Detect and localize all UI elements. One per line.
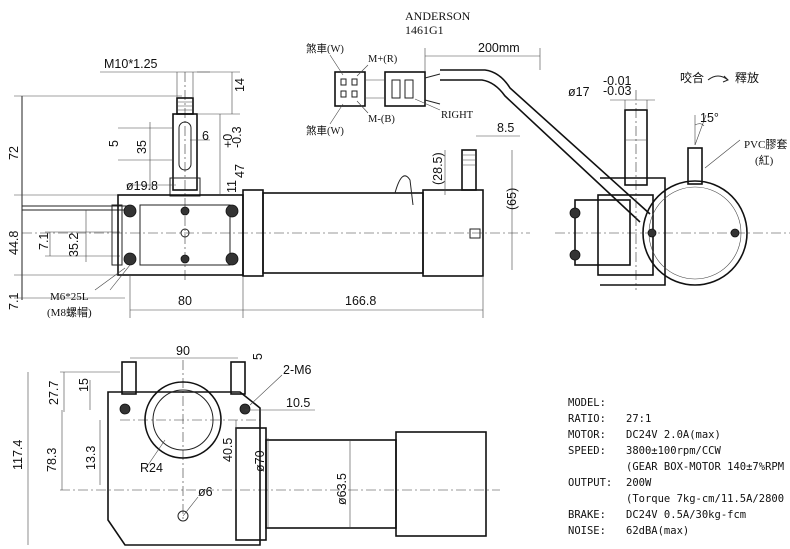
lead-length-label: 200mm <box>478 41 520 55</box>
dim-28-5-label: (28.5) <box>431 152 445 185</box>
shaft-diameter-label: ø17 <box>568 85 590 99</box>
dim-72-label: 72 <box>7 146 21 160</box>
dim-70-label: ø70 <box>253 450 267 472</box>
front-view <box>14 69 651 300</box>
dim-117-4-label: 117.4 <box>11 440 25 470</box>
spec-model-label: MODEL: <box>568 397 606 409</box>
dim-40-5-label: 40.5 <box>221 438 235 462</box>
connector-side-label: RIGHT <box>441 110 474 121</box>
radius-24-label: R24 <box>140 461 163 475</box>
dim-6-label: 6 <box>202 129 209 143</box>
dim-15-label: 15 <box>77 378 91 392</box>
front-view-dimensions: M10*1.25 14 5 35 6 47 +0 -0.3 72 ø19.8 1… <box>7 57 520 319</box>
dim-44-8-label: 44.8 <box>7 231 21 255</box>
spec-ratio-value: 27:1 <box>626 413 651 425</box>
connector-detail: 煞車(W) M+(R) M-(B) 煞車(W) RIGHT <box>306 42 474 137</box>
motor-minus-label: M-(B) <box>368 114 395 125</box>
dim-10-5-label: 10.5 <box>286 396 310 410</box>
dim-19-8-label: ø19.8 <box>126 179 158 193</box>
dim-5-bottom-label: 5 <box>251 353 265 360</box>
holes-label: 2-M6 <box>283 363 312 377</box>
dim-14-label: 14 <box>233 78 247 92</box>
spec-ratio-label: RATIO: <box>568 413 606 425</box>
dim-6-hole-label: ø6 <box>198 485 213 499</box>
brake-wire-top-label: 煞車(W) <box>306 42 344 55</box>
dim-80-label: 80 <box>178 294 192 308</box>
brand-label: ANDERSON <box>405 9 471 23</box>
spec-noise-value: 62dBA(max) <box>626 525 689 537</box>
motor-plus-label: M+(R) <box>368 54 398 65</box>
spec-motor-value: DC24V 2.0A(max) <box>626 429 721 441</box>
bottom-view-dimensions: 90 5 2-M6 27.7 15 10.5 117.4 78.3 13.3 4… <box>11 344 351 545</box>
dim-8-5-label: 8.5 <box>497 121 514 135</box>
shaft-tol-upper-label: -0.01 <box>603 74 632 88</box>
dim-166-8-label: 166.8 <box>345 294 376 308</box>
angle-label: 15° <box>700 111 719 125</box>
brake-wire-bottom-label: 煞車(W) <box>306 124 344 137</box>
spec-brake-value: DC24V 0.5A/30kg-fcm <box>626 509 746 521</box>
spec-speed-value: 3800±100rpm/CCW <box>626 445 722 457</box>
bottom-view <box>60 360 500 546</box>
dim-35-2-label: 35.2 <box>67 233 81 257</box>
dim-47-tol-lower: -0.3 <box>230 126 244 148</box>
lead-length-dimension: 200mm <box>424 41 541 80</box>
side-view: ø17 -0.01 -0.03 咬合 釋放 15° PVC膠套 (紅) <box>555 70 790 290</box>
nut-note-label: (M8螺帽) <box>47 306 92 319</box>
dim-47-label: 47 <box>233 164 247 178</box>
spec-output-value: 200W <box>626 477 652 489</box>
spec-brake-label: BRAKE: <box>568 509 606 521</box>
spec-motor-label: MOTOR: <box>568 429 606 441</box>
spec-table: MODEL: RATIO: 27:1 MOTOR: DC24V 2.0A(max… <box>568 397 784 537</box>
dim-90-label: 90 <box>176 344 190 358</box>
spec-speed-note: (GEAR BOX-MOTOR 140±7%RPM <box>626 461 784 473</box>
dim-35-label: 35 <box>135 140 149 154</box>
shaft-tol-lower-label: -0.03 <box>603 84 632 98</box>
spec-output-note: (Torque 7kg-cm/11.5A/2800 <box>626 493 784 505</box>
bolt-note-label: M6*25L <box>50 291 89 303</box>
thread-label: M10*1.25 <box>104 57 158 71</box>
engage-label: 咬合 <box>680 70 704 85</box>
dim-47-tol-upper: +0 <box>221 134 235 148</box>
dim-7-1-upper-label: 7.1 <box>37 233 51 250</box>
dim-5-label: 5 <box>107 140 121 147</box>
dim-78-3-label: 78.3 <box>45 448 59 472</box>
tube-label: PVC膠套 <box>744 138 787 151</box>
spec-noise-label: NOISE: <box>568 525 606 537</box>
tube-color-label: (紅) <box>755 154 774 167</box>
spec-speed-label: SPEED: <box>568 445 606 457</box>
model-code-label: 1461G1 <box>405 23 444 37</box>
dim-11-label: 11 <box>225 180 239 193</box>
dim-7-1-lower-label: 7.1 <box>7 293 21 310</box>
dim-27-7-label: 27.7 <box>47 381 61 405</box>
spec-output-label: OUTPUT: <box>568 477 612 489</box>
dim-65-label: (65) <box>505 188 519 210</box>
dim-63-5-label: ø63.5 <box>335 473 349 505</box>
dim-13-3-label: 13.3 <box>84 446 98 470</box>
release-label: 釋放 <box>735 70 759 85</box>
